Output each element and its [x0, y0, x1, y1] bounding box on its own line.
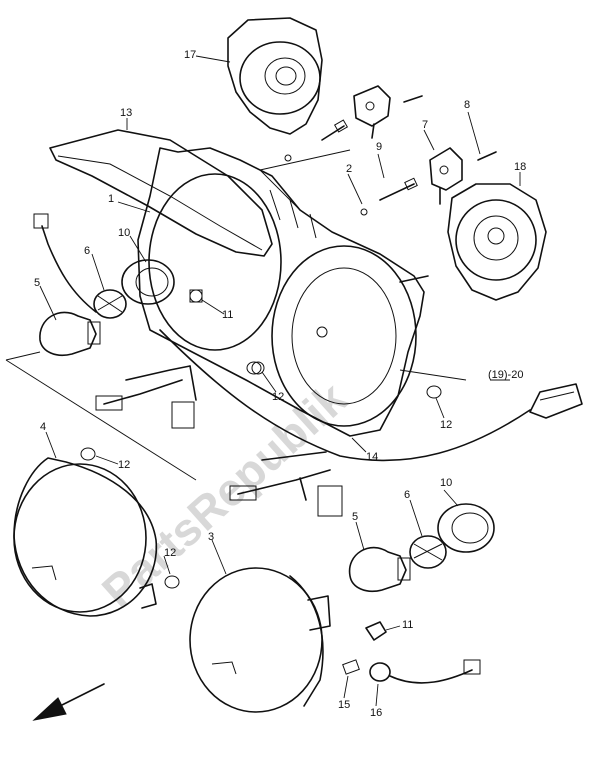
- direction-arrow-icon: [32, 683, 105, 721]
- label-13: 13: [120, 107, 132, 119]
- reference-guides: [5, 149, 467, 481]
- label-11-lower: 11: [402, 619, 413, 631]
- watermark-text: PartsRepublik: [92, 372, 357, 618]
- label-17: 17: [184, 49, 196, 61]
- part-6-socket-right: [409, 535, 447, 569]
- part-11-clip: [189, 289, 387, 641]
- part-10-boot-left: [121, 259, 175, 305]
- label-10-right: 10: [440, 477, 452, 489]
- label-1: 1: [108, 193, 114, 205]
- part-5-bulb-right: [348, 546, 411, 592]
- part-8-bracket-screw: [353, 85, 497, 161]
- label-7: 7: [422, 119, 428, 131]
- label-11-top: 11: [222, 309, 233, 321]
- left-wiring-harness: [33, 213, 197, 429]
- label-12-lower: 12: [164, 547, 176, 559]
- label-10-left: 10: [118, 227, 130, 239]
- label-12-left: 12: [118, 459, 130, 471]
- part-5-bulb-left: [39, 311, 101, 356]
- part-7-bracket: [429, 147, 463, 205]
- label-5-left: 5: [34, 277, 40, 289]
- label-16: 16: [370, 707, 382, 719]
- label-6-left: 6: [84, 245, 90, 257]
- part-labels: 17 13 1 10 6 5 11 2 9 7 8 18 12 12 14 (1…: [34, 49, 526, 719]
- part-19-20-harness: [159, 329, 583, 462]
- part-3-headlight-unit: [189, 567, 331, 713]
- watermark: PartsRepublik: [92, 372, 357, 618]
- label-12-center: 12: [272, 391, 284, 403]
- part-4-headlight-unit: [13, 457, 158, 617]
- label-9: 9: [376, 141, 382, 153]
- part-13-cowling: [49, 129, 273, 257]
- part-18-rear-cover: [447, 183, 547, 301]
- part-17-rear-cover: [227, 17, 323, 135]
- label-4: 4: [40, 421, 46, 433]
- label-19-20: (19)-20: [488, 369, 523, 381]
- label-8: 8: [464, 99, 470, 111]
- label-15: 15: [338, 699, 350, 711]
- part-9-adjust-screw: [321, 119, 418, 201]
- label-5-right: 5: [352, 511, 358, 523]
- center-wiring-connectors: [229, 451, 343, 517]
- part-10-boot-right: [437, 503, 495, 553]
- label-3: 3: [208, 531, 214, 543]
- label-18: 18: [514, 161, 526, 173]
- part-16-pilot-socket: [369, 659, 481, 684]
- label-12-right: 12: [440, 419, 452, 431]
- part-2-pin: [284, 154, 368, 216]
- part-15-pilot-bulb: [342, 659, 360, 675]
- label-6-right: 6: [404, 489, 410, 501]
- label-2: 2: [346, 163, 352, 175]
- part-6-socket-left: [93, 289, 127, 319]
- part-12-grommet: [80, 361, 442, 589]
- label-14: 14: [366, 451, 378, 463]
- leader-lines: [39, 55, 521, 707]
